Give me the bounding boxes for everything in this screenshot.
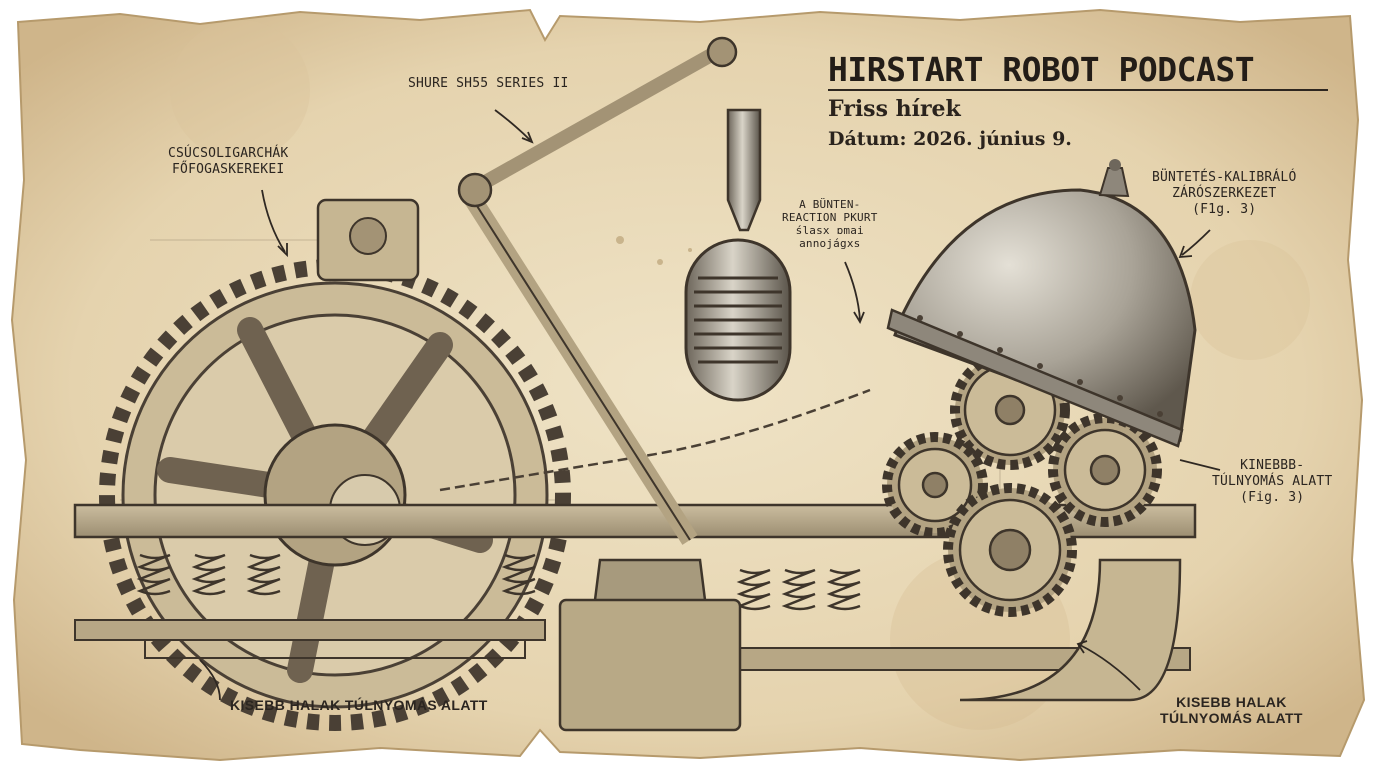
small-gears-line-2: TÚLNYOMÁS ALATT (1212, 474, 1333, 489)
fish-right-label: KISEBB HALAK TÚLNYOMÁS ALATT (1160, 694, 1303, 726)
spring-icon (136, 553, 861, 611)
microphone-arm (457, 36, 742, 732)
microphone-icon (684, 108, 792, 402)
dome-line-2: ZÁRÓSZERKEZET (1172, 186, 1277, 201)
dome-line-1: BÜNTETÉS-KALIBRÁLÓ (1152, 170, 1297, 185)
reaction-line-1: A BÜNTEN- (799, 198, 861, 211)
dome-line-3: (F1g. 3) (1192, 202, 1257, 217)
reaction-label: A BÜNTEN- REACTION PKURT ślasx ɒmai anno… (782, 198, 878, 250)
annotation-arrows (199, 109, 1221, 701)
reaction-line-4: annojágxs (799, 237, 861, 250)
small-gears-label: KINEBBB- TÚLNYOMÁS ALATT (Fig. 3) (1212, 458, 1332, 506)
mic-model-label: SHURE SH55 SERIES II (408, 76, 569, 91)
reaction-line-2: REACTION PKURT (782, 211, 878, 224)
title-underline (828, 89, 1328, 91)
podcast-title: HIRSTART ROBOT PODCAST (828, 50, 1255, 89)
reaction-line-3: ślasx ɒmai (795, 224, 864, 237)
fish-left-label: KISEBB HALAK TÚLNYOMÁS ALATT (230, 697, 488, 713)
small-gears-line-1: KINEBBB- (1240, 458, 1305, 473)
oligarch-gears-line-1: CSÚCSOLIGARCHÁK (168, 146, 289, 161)
small-gears-line-3: (Fig. 3) (1240, 490, 1305, 505)
chain-icon (439, 388, 871, 492)
podcast-subtitle: Friss hírek (828, 96, 961, 122)
dome-label: BÜNTETÉS-KALIBRÁLÓ ZÁRÓSZERKEZET (F1g. 3… (1152, 170, 1296, 218)
oligarch-gears-label: CSÚCSOLIGARCHÁK FŐFOGASKEREKEI (168, 146, 288, 178)
fish-right-line-2: TÚLNYOMÁS ALATT (1160, 710, 1303, 726)
dome-icon (886, 159, 1197, 448)
podcast-date: Dátum: 2026. június 9. (828, 128, 1072, 150)
oligarch-gears-line-2: FŐFOGASKEREKEI (172, 162, 285, 177)
fish-right-line-1: KISEBB HALAK (1176, 694, 1287, 710)
